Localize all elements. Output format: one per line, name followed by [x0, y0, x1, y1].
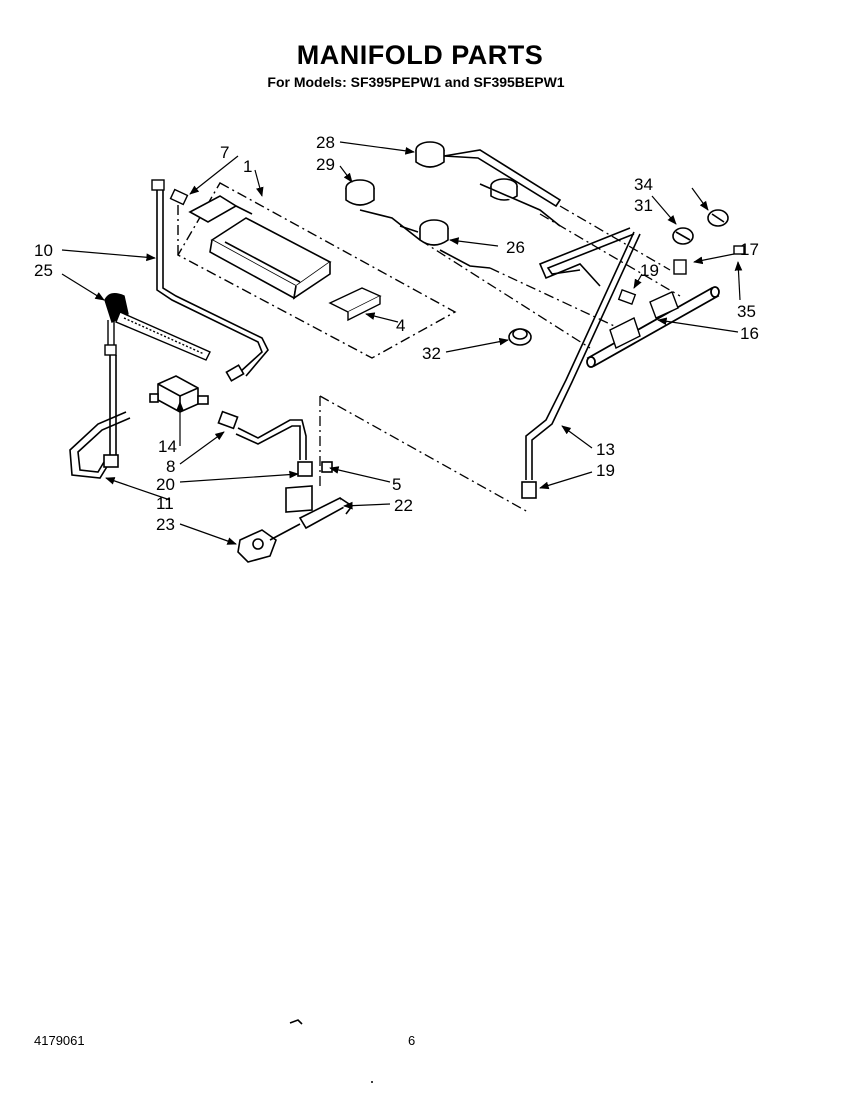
callout-19-top: 19	[640, 261, 659, 280]
manifold-valves	[609, 245, 745, 349]
dash-line-regulator	[319, 395, 529, 513]
callout-28: 28	[316, 133, 335, 152]
tube-13	[521, 227, 641, 499]
callout-35: 35	[737, 302, 756, 321]
callout-22: 22	[394, 496, 413, 515]
bracket-part	[328, 287, 382, 322]
callout-29: 29	[316, 155, 335, 174]
regulator-assembly	[237, 461, 354, 563]
tube-10	[156, 190, 269, 377]
callout-8: 8	[166, 457, 175, 476]
callout-17: 17	[740, 240, 759, 259]
callout-1: 1	[243, 157, 252, 176]
callout-5: 5	[392, 475, 401, 494]
callout-16: 16	[740, 324, 759, 343]
stray-dot	[371, 1081, 373, 1083]
manifold-pipe-16	[586, 286, 720, 368]
callout-11: 11	[156, 494, 174, 513]
tube-8	[217, 410, 307, 460]
callout-31: 31	[634, 196, 653, 215]
fitting-7	[151, 179, 189, 206]
callout-19-bottom: 19	[596, 461, 615, 480]
knobs	[508, 209, 729, 346]
callout-labels: 7 1 10 25 28 29 26 34 31 17 19 35 16 4 3…	[34, 133, 759, 534]
leader-lines	[61, 141, 743, 545]
models-subtitle: For Models: SF395PEPW1 and SF395BEPW1	[267, 74, 565, 90]
document-number: 4179061	[34, 1033, 85, 1048]
valve-14	[149, 364, 245, 413]
callout-4: 4	[396, 316, 405, 335]
callout-13: 13	[596, 440, 615, 459]
top-burners	[345, 141, 562, 269]
thermostat-bulb-25	[104, 293, 211, 361]
callout-20: 20	[156, 475, 175, 494]
callout-25: 25	[34, 261, 53, 280]
page-title: MANIFOLD PARTS	[296, 40, 544, 70]
callout-23: 23	[156, 515, 175, 534]
broiler-burner-part	[188, 195, 332, 300]
stray-mark	[289, 1019, 303, 1025]
page-number: 6	[408, 1033, 416, 1048]
callout-34: 34	[634, 175, 653, 194]
burner-box-outline	[177, 182, 457, 359]
callout-32: 32	[422, 344, 441, 363]
callout-14: 14	[158, 437, 177, 456]
tube-11	[69, 355, 131, 479]
burner-dash-lines	[419, 205, 681, 349]
callout-7: 7	[220, 143, 229, 162]
callout-26: 26	[506, 238, 525, 257]
callout-10: 10	[34, 241, 53, 260]
